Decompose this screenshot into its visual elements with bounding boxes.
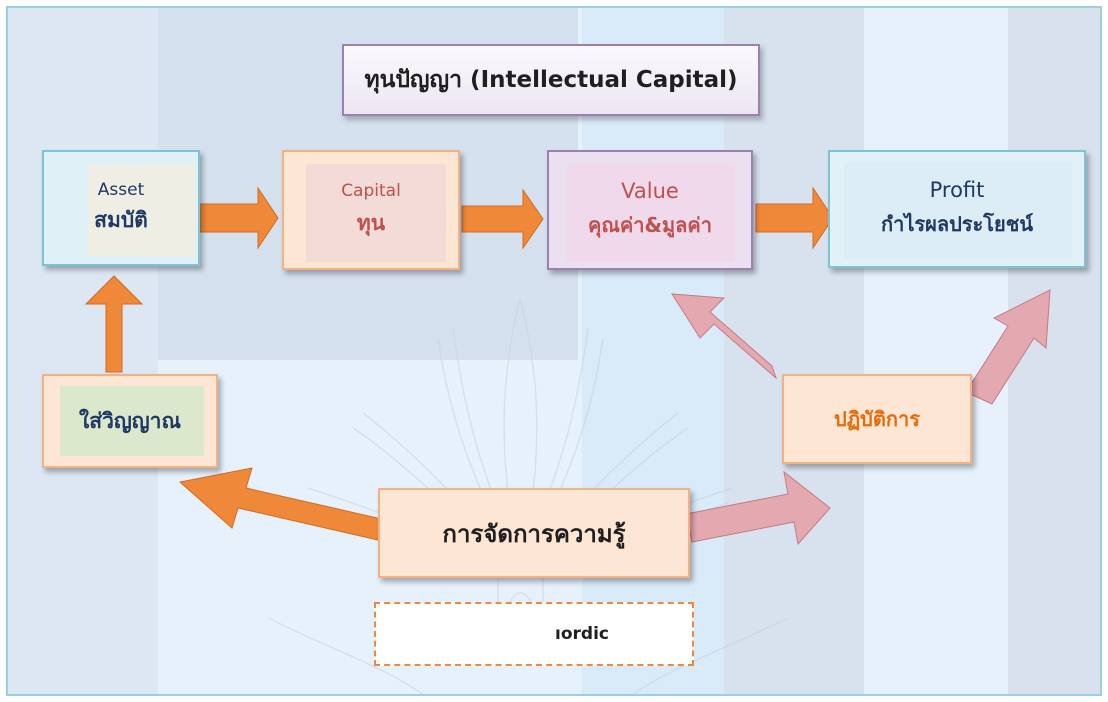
title-box: ทุนปัญญา (Intellectual Capital) <box>342 44 760 116</box>
bg-band-center <box>582 8 724 694</box>
node-asset: Asset สมบัติ <box>42 150 200 266</box>
node-capital: Capital ทุน <box>282 150 460 270</box>
arrow-value-to-profit <box>755 186 834 250</box>
arrow-practice-to-value <box>671 293 778 380</box>
arrow-asset-to-capital <box>199 186 279 250</box>
diagram-title: ทุนปัญญา (Intellectual Capital) <box>364 67 738 93</box>
node-value-label-en: Value <box>621 179 679 203</box>
bg-band-left <box>8 8 158 694</box>
node-capital-label-th: ทุน <box>356 210 386 235</box>
arrow-km-to-practice <box>685 470 831 546</box>
node-km-label: การจัดการความรู้ <box>442 519 626 548</box>
node-practice-label: ปฏิบัติการ <box>834 407 920 431</box>
node-profit: Profit กำไรผลประโยชน์ <box>828 150 1086 268</box>
node-profit-label-th: กำไรผลประโยชน์ <box>880 212 1033 236</box>
arrow-capital-to-value <box>461 188 544 250</box>
node-spirit-label: ใส่วิญญาณ <box>79 408 181 433</box>
node-capital-label-en: Capital <box>341 180 401 201</box>
arrow-practice-to-profit <box>965 289 1051 405</box>
node-capital-fill <box>306 164 446 262</box>
arrows-layer <box>84 186 1051 546</box>
node-practice: ปฏิบัติการ <box>782 374 972 464</box>
node-asset-label-en: Asset <box>97 179 145 200</box>
node-knowledge-management: การจัดการความรู้ <box>378 488 690 578</box>
node-value: Value คุณค่า&มูลค่า <box>547 150 753 270</box>
dashed-box-label: ıordic <box>555 624 609 644</box>
node-value-fill <box>567 164 735 262</box>
arrow-spirit-to-asset <box>84 275 144 373</box>
diagram-canvas: ทุนปัญญา (Intellectual Capital) Asset สม… <box>6 6 1102 696</box>
dashed-box: ıordic <box>374 602 694 666</box>
node-profit-label-en: Profit <box>929 178 985 202</box>
arrow-km-to-spirit <box>178 467 387 541</box>
node-profit-fill <box>844 162 1072 258</box>
node-asset-fill <box>88 164 196 256</box>
node-spirit: ใส่วิญญาณ <box>42 374 218 468</box>
node-asset-label-th: สมบัติ <box>94 207 148 232</box>
node-value-label-th: คุณค่า&มูลค่า <box>587 213 713 237</box>
node-spirit-fill <box>60 386 204 456</box>
